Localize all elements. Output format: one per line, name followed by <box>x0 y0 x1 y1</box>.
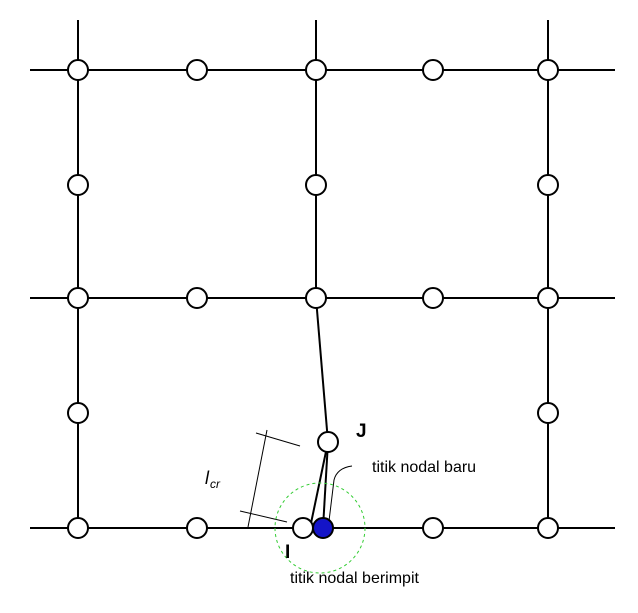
node <box>537 59 559 81</box>
dimension-line <box>247 429 268 528</box>
dimension-tick-top <box>255 432 301 447</box>
node-i-label: I <box>285 542 290 563</box>
node <box>67 517 89 539</box>
node-i <box>292 517 314 539</box>
coincident-zone-circle <box>274 482 366 574</box>
node <box>67 59 89 81</box>
crack-length-label: lcr <box>205 468 221 491</box>
node <box>67 287 89 309</box>
element-line-upper <box>315 297 329 443</box>
element-line-to-i <box>309 441 329 529</box>
coincident-node-label: titik nodal berimpit <box>290 570 420 587</box>
node <box>422 517 444 539</box>
node <box>186 287 208 309</box>
node-j <box>317 431 339 453</box>
new-node-label: titik nodal baru <box>372 459 476 476</box>
node <box>186 517 208 539</box>
node <box>537 402 559 424</box>
node <box>305 174 327 196</box>
crack-length-dimension <box>239 429 301 528</box>
crack-length-symbol: l <box>205 468 210 488</box>
mesh-nodes <box>67 59 559 539</box>
crack-element-lines <box>309 297 329 529</box>
node <box>537 287 559 309</box>
dimension-tick-bottom <box>239 510 288 523</box>
element-line-to-new-node <box>322 441 329 529</box>
mesh-grid-lines <box>30 20 615 529</box>
new-node <box>312 517 334 539</box>
node <box>305 59 327 81</box>
node <box>537 517 559 539</box>
node <box>422 287 444 309</box>
crack-length-subscript: cr <box>210 477 221 491</box>
node <box>67 174 89 196</box>
node <box>537 174 559 196</box>
node-j-label: J <box>356 421 367 442</box>
node <box>305 287 327 309</box>
node <box>67 402 89 424</box>
node <box>186 59 208 81</box>
new-node-leader-line <box>328 465 353 522</box>
node <box>422 59 444 81</box>
